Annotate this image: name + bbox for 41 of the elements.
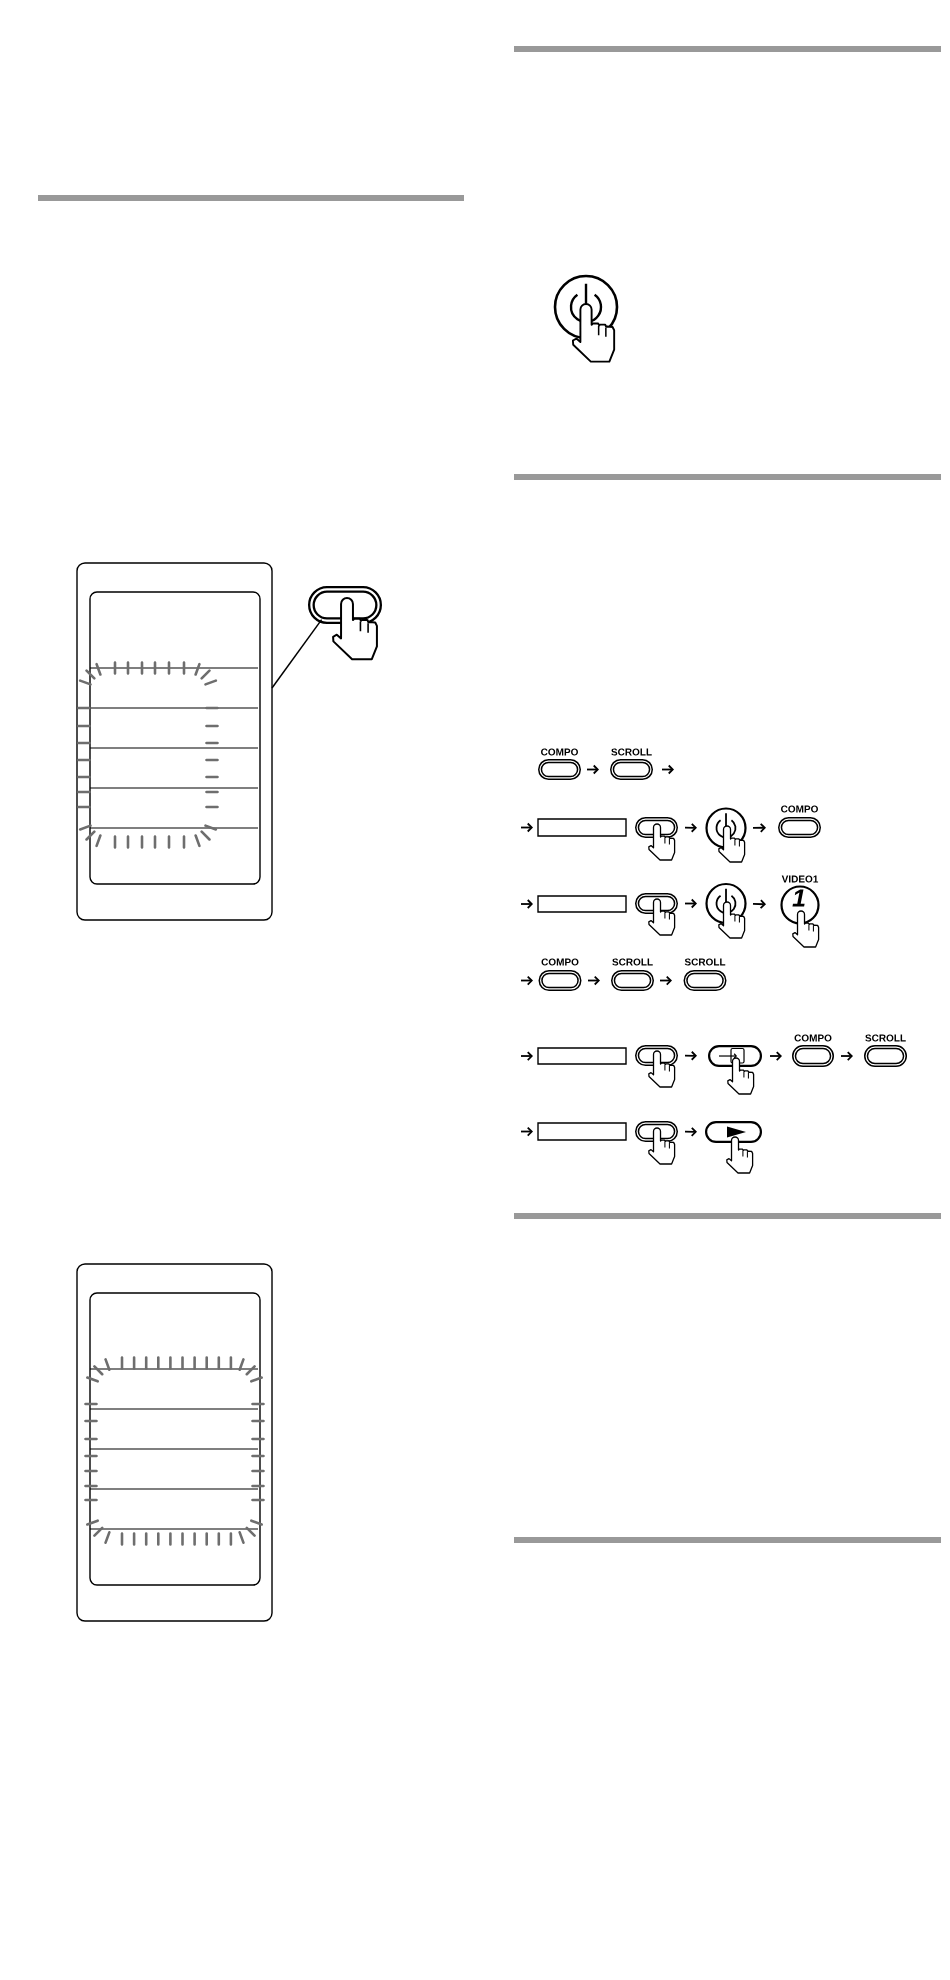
node-label: COMPO [781,805,818,813]
blank-box [537,895,627,913]
arrow [661,764,674,775]
arrow [684,1050,697,1061]
leader-line [271,618,323,689]
arrow [520,899,533,909]
arrow [684,1126,697,1137]
button: SCROLL [610,748,653,780]
arrow [769,1051,782,1061]
node-label: COMPO [541,958,579,966]
arrow [520,1126,533,1137]
node-label: COMPO [794,1034,832,1042]
display-panel [76,562,273,921]
arrow [684,898,697,909]
arrow [840,1051,853,1061]
arrow [520,822,533,833]
button: SCROLL [683,958,727,991]
blank-box [537,1047,627,1065]
blank-box [537,818,627,837]
arrow [684,822,697,833]
display-panel [76,1263,273,1622]
node-label: SCROLL [865,1034,906,1042]
node-label: SCROLL [684,958,726,966]
blank-box [537,1122,627,1141]
node-label: COMPO [541,748,578,756]
button: SCROLL [864,1034,907,1067]
node-label: SCROLL [612,958,653,966]
button: COMPO [792,1034,834,1067]
button: VIDEO1 1 [780,875,820,925]
node-label: SCROLL [611,748,652,756]
arrow [587,975,600,986]
button: COMPO [778,805,821,838]
arrow [659,975,672,986]
arrow [752,899,767,910]
button: COMPO [538,748,581,780]
arrow [520,975,533,986]
button: SCROLL [611,958,654,991]
arrow [586,764,599,775]
arrow [520,1051,533,1061]
arrow [752,822,766,833]
button: COMPO [538,958,582,991]
